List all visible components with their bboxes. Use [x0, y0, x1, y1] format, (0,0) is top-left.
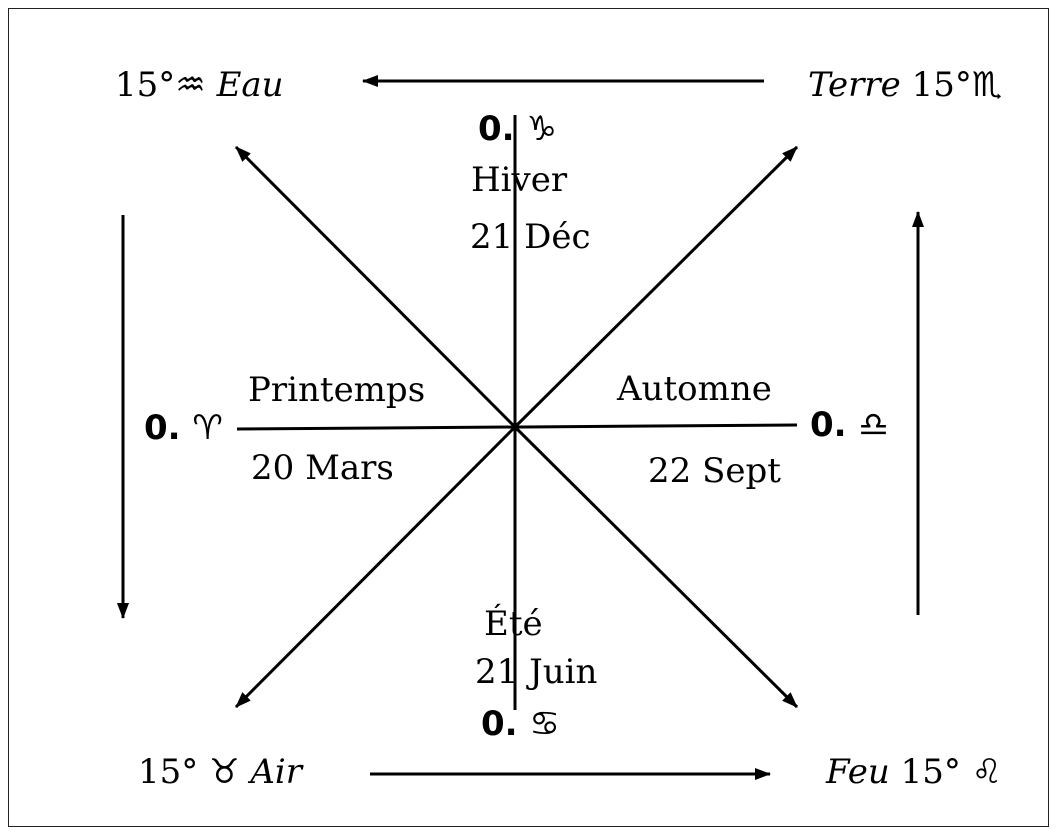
winter-season-name: Hiver: [471, 160, 568, 200]
corner-top-left-label: 15°♒ Eau: [115, 68, 284, 102]
leo-icon: ♌: [971, 752, 1003, 792]
corner-top-right-element: Terre: [808, 65, 901, 105]
spring-sign-aries: 0. ♈: [144, 408, 223, 448]
corner-bottom-left-degree: 15°: [138, 752, 199, 792]
summer-sign-cancer: 0. ♋: [481, 704, 560, 744]
corner-bottom-left-label: 15° ♉ Air: [138, 755, 302, 789]
diagonal-arrow-bottom-right: [513, 425, 799, 709]
diagonal-arrow-bottom-left: [234, 425, 517, 709]
diagonal-arrow-top-right: [513, 145, 799, 429]
corner-top-left-element: Eau: [216, 65, 284, 105]
corner-bottom-left-element: Air: [250, 752, 303, 792]
corner-bottom-right-element: Feu: [826, 752, 890, 792]
winter-date: 21 Déc: [470, 217, 591, 257]
winter-sign-capricorn: 0. ♑: [478, 109, 557, 149]
corner-top-right-label: Terre 15°♏: [808, 68, 1002, 102]
diagonal-arrow-top-left: [234, 145, 517, 429]
spring-season-name: Printemps: [248, 370, 426, 410]
corner-bottom-right-degree: 15°: [900, 752, 961, 792]
autumn-date: 22 Sept: [648, 451, 781, 491]
spring-date: 20 Mars: [251, 448, 394, 488]
corner-top-left-degree: 15°: [115, 65, 176, 105]
aquarius-icon: ♒: [175, 65, 206, 105]
autumn-season-name: Automne: [617, 369, 772, 409]
diagram-frame: [8, 8, 1049, 827]
corner-top-right-degree: 15°: [911, 65, 972, 105]
summer-date: 21 Juin: [475, 652, 598, 692]
scorpio-icon: ♏: [971, 65, 1003, 105]
taurus-icon: ♉: [209, 752, 240, 792]
autumn-sign-libra: 0. ♎: [810, 405, 889, 445]
corner-bottom-right-label: Feu 15° ♌: [826, 755, 1002, 789]
summer-season-name: Été: [484, 604, 543, 644]
